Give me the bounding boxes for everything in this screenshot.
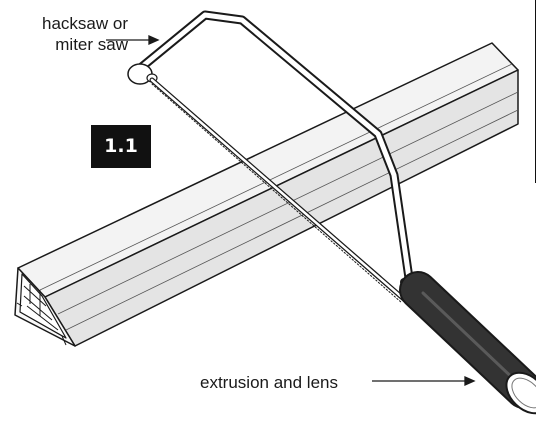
hacksaw-blade-teeth [151, 83, 403, 304]
saw-label-line-1: hacksaw or [42, 14, 128, 33]
extrusion-end-ribs [23, 284, 59, 331]
hacksaw-handle [399, 271, 536, 415]
step-number-badge: 1.1 [91, 125, 151, 168]
extrusion-leader-arrow [464, 375, 476, 387]
hacksaw-frame-highlight [135, 12, 413, 288]
hacksaw-blade-fill [150, 78, 407, 302]
extrusion-end-channel [19, 273, 67, 339]
leader-lines [106, 34, 476, 387]
extrusion-profile [14, 42, 519, 347]
extrusion-callout-label: extrusion and lens [200, 373, 338, 392]
extrusion-top-face [17, 42, 519, 298]
hacksaw [127, 10, 536, 415]
extrusion-end-lip [16, 302, 67, 346]
saw-leader-arrow [148, 34, 160, 46]
saw-label-line-2: miter saw [55, 35, 128, 54]
saw-callout-label: hacksaw or miter saw [0, 13, 128, 55]
extrusion-grooves [39, 63, 519, 331]
